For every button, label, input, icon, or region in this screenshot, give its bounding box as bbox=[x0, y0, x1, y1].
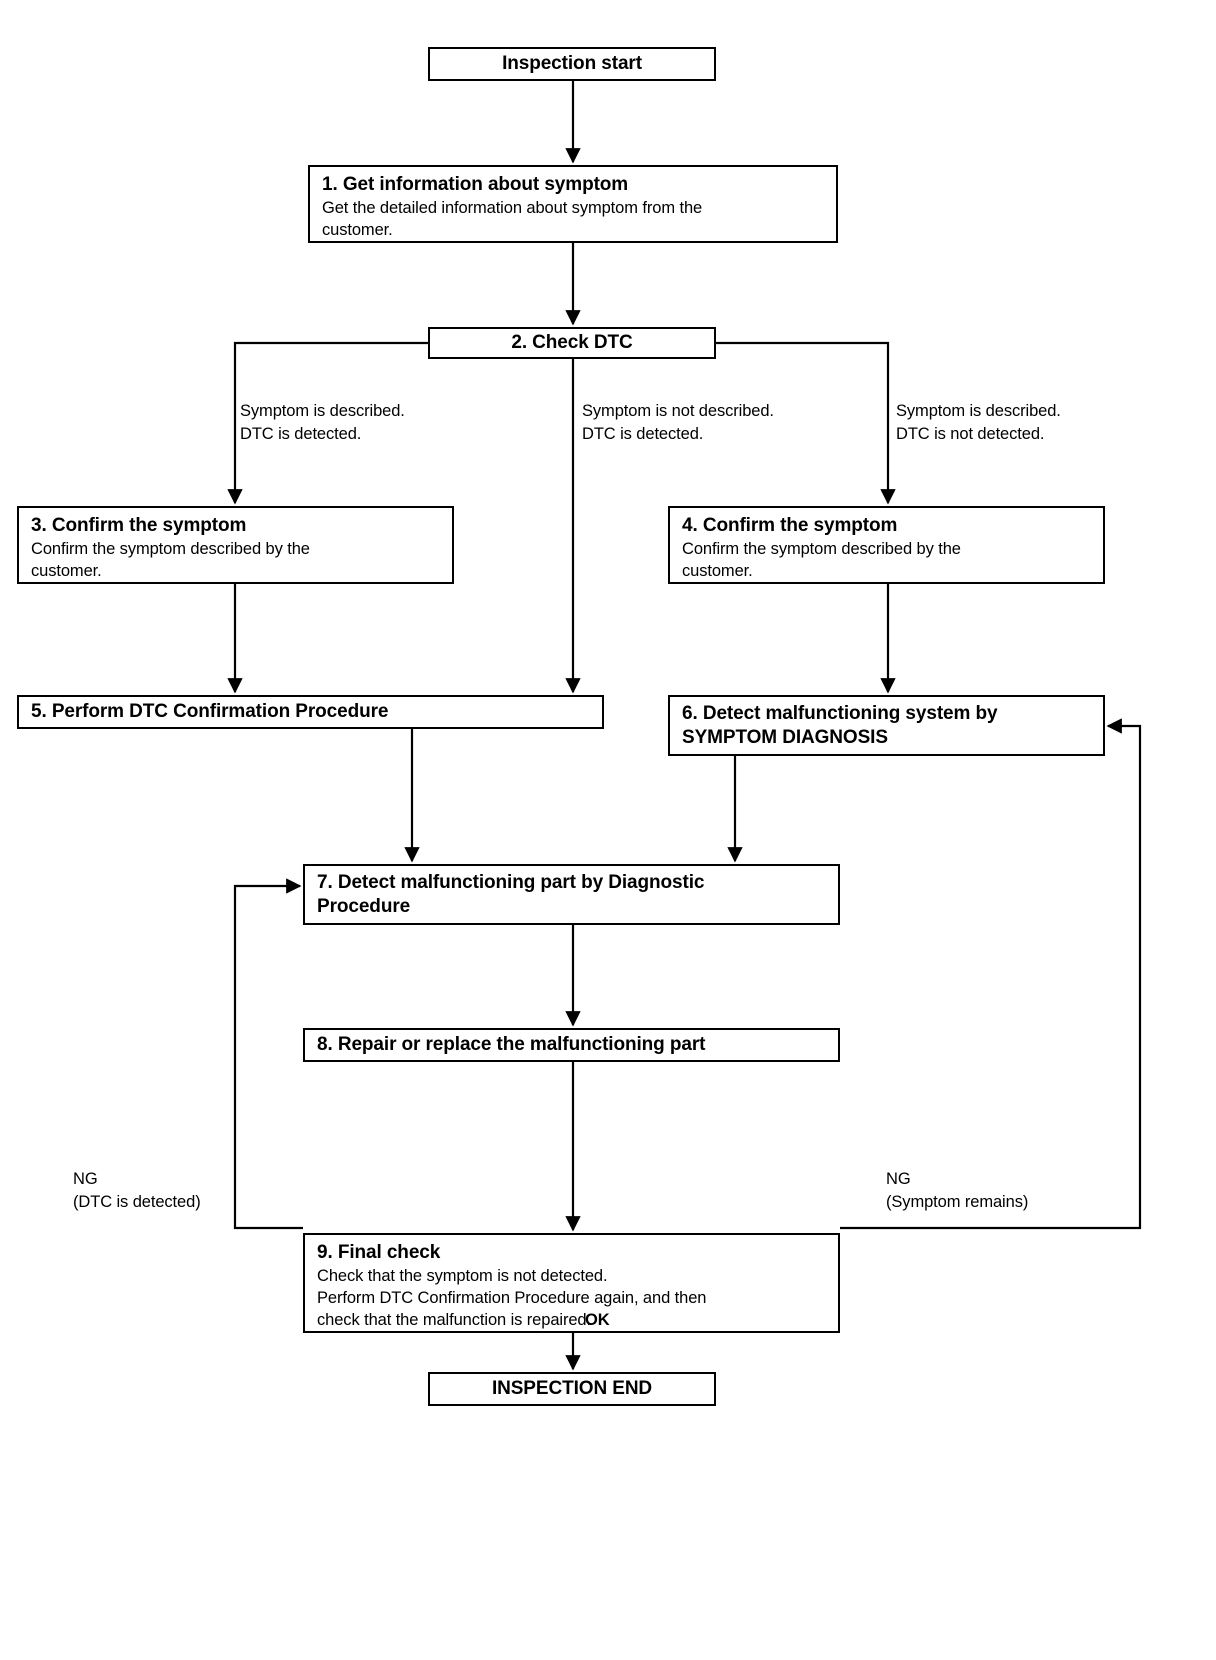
node-step-9-title: 9. Final check bbox=[317, 1242, 441, 1263]
node-step-3-body: Confirm the symptom described by the cus… bbox=[31, 540, 310, 581]
node-step-6[interactable]: 6. Detect malfunctioning system by SYMPT… bbox=[668, 695, 1105, 756]
node-step-1-body: Get the detailed information about sympt… bbox=[322, 199, 703, 240]
node-step-5[interactable]: 5. Perform DTC Confirmation Procedure bbox=[17, 695, 604, 729]
connector-9-to-6-loop bbox=[840, 718, 1142, 1230]
node-step-7-title: 7. Detect malfunctioning part by Diagnos… bbox=[317, 872, 705, 918]
node-step-9[interactable]: 9. Final check Check that the symptom is… bbox=[303, 1233, 840, 1333]
node-step-3-title: 3. Confirm the symptom bbox=[31, 515, 247, 536]
node-step-4-body: Confirm the symptom described by the cus… bbox=[682, 540, 961, 581]
node-step-5-title: 5. Perform DTC Confirmation Procedure bbox=[31, 700, 389, 722]
node-step-7[interactable]: 7. Detect malfunctioning part by Diagnos… bbox=[303, 864, 840, 925]
node-step-8-title: 8. Repair or replace the malfunctioning … bbox=[317, 1033, 706, 1055]
edge-label-ng-symptom-remains: NG (Symptom remains) bbox=[886, 1170, 1029, 1211]
node-step-6-title: 6. Detect malfunctioning system by SYMPT… bbox=[682, 703, 998, 749]
node-step-4-title: 4. Confirm the symptom bbox=[682, 515, 898, 536]
connector-2-to-3 bbox=[227, 341, 428, 505]
connector-9-to-7-loop bbox=[233, 878, 303, 1230]
edge-label-ng-dtc-detected: NG (DTC is detected) bbox=[73, 1170, 201, 1211]
edge-label-branch-center: Symptom is not described. DTC is detecte… bbox=[582, 402, 774, 443]
node-step-3[interactable]: 3. Confirm the symptom Confirm the sympt… bbox=[17, 506, 454, 584]
node-step-8[interactable]: 8. Repair or replace the malfunctioning … bbox=[303, 1028, 840, 1062]
node-step-9-body: Check that the symptom is not detected. … bbox=[317, 1267, 707, 1330]
node-inspection-end[interactable]: INSPECTION END bbox=[428, 1372, 716, 1406]
node-step-2-title: 2. Check DTC bbox=[511, 331, 633, 353]
node-step-2[interactable]: 2. Check DTC bbox=[428, 327, 716, 359]
node-step-1[interactable]: 1. Get information about symptom Get the… bbox=[308, 165, 838, 243]
edge-label-ok: OK bbox=[585, 1311, 610, 1329]
edge-label-branch-left: Symptom is described. DTC is detected. bbox=[240, 402, 405, 443]
node-step-4[interactable]: 4. Confirm the symptom Confirm the sympt… bbox=[668, 506, 1105, 584]
connector-2-to-4 bbox=[716, 341, 896, 505]
node-inspection-start[interactable]: Inspection start bbox=[428, 47, 716, 81]
node-inspection-end-title: INSPECTION END bbox=[491, 1377, 653, 1399]
node-step-1-title: 1. Get information about symptom bbox=[322, 174, 629, 195]
edge-label-branch-right: Symptom is described. DTC is not detecte… bbox=[896, 402, 1061, 443]
node-inspection-start-title: Inspection start bbox=[502, 52, 642, 74]
